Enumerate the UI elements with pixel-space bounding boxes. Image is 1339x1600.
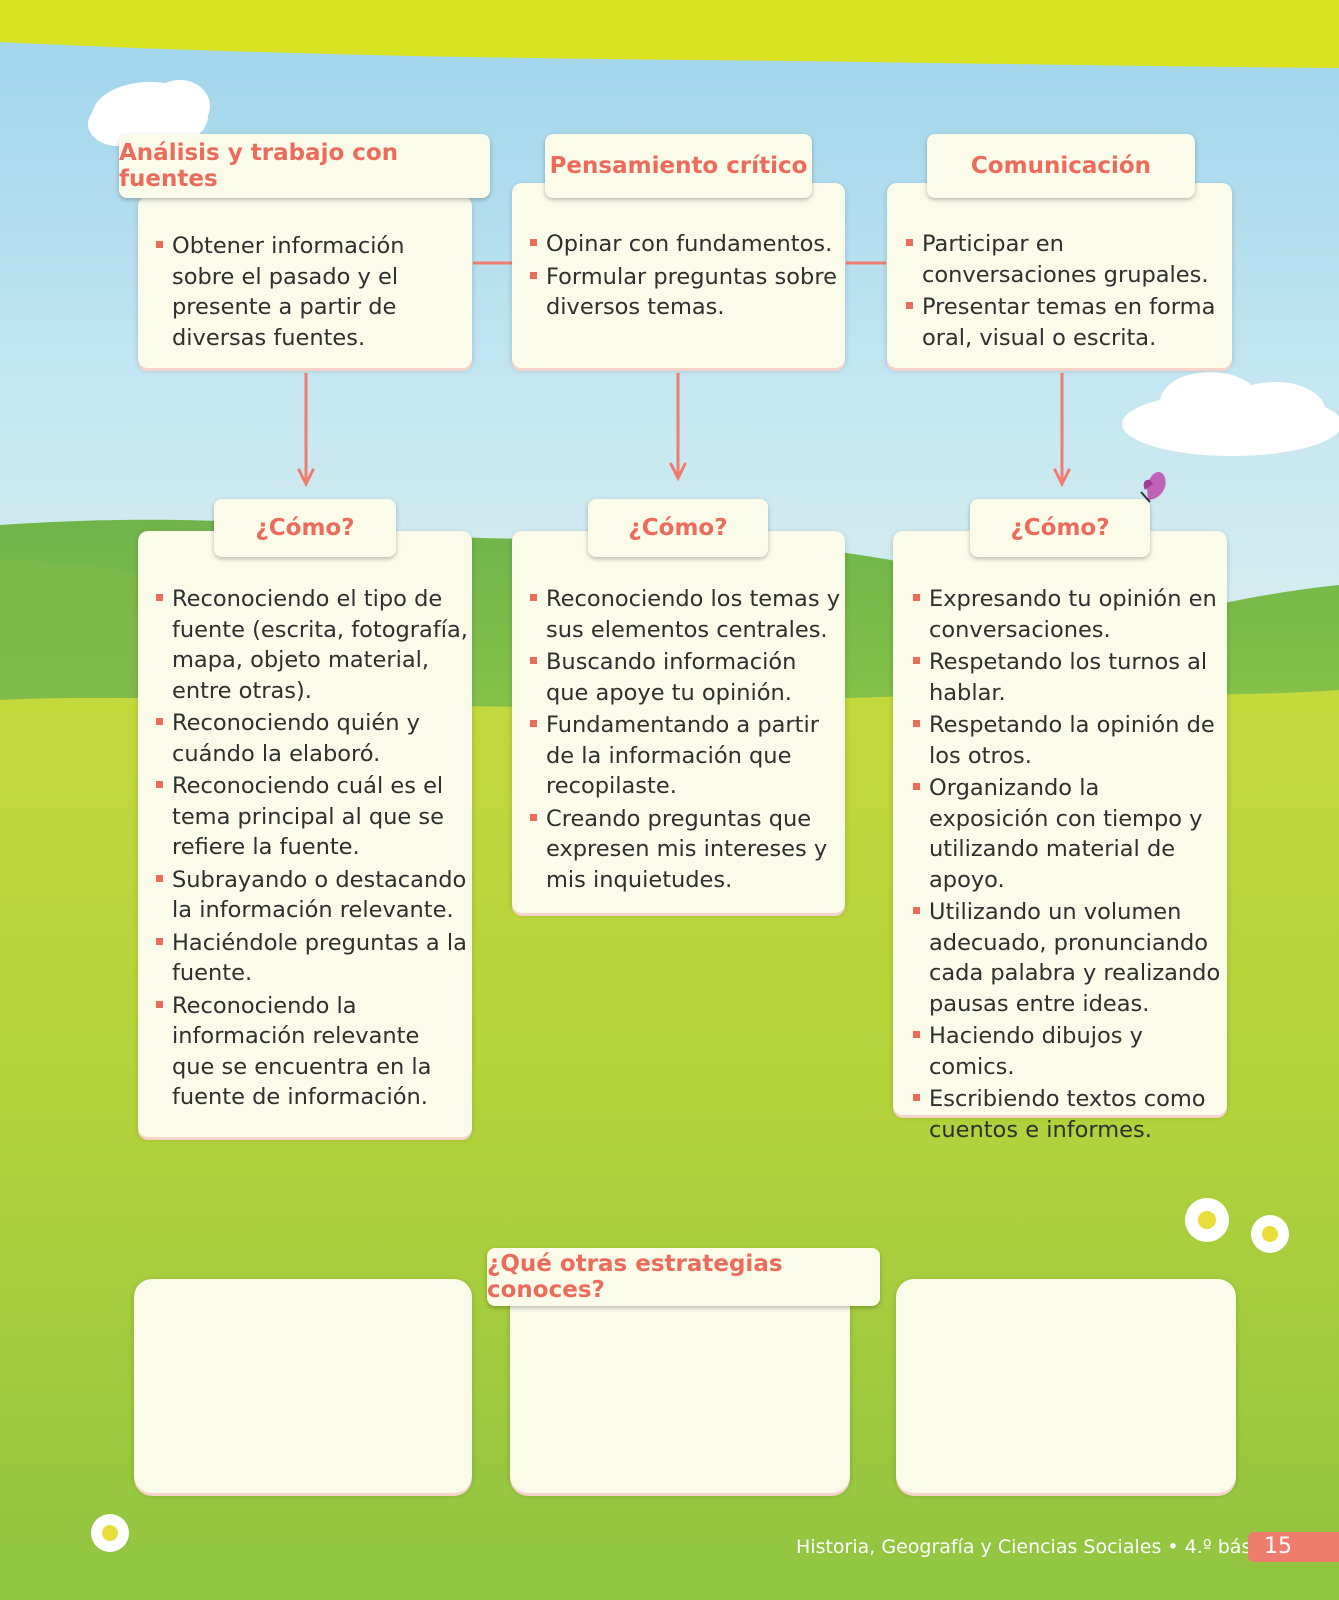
skill-item: Obtener información sobre el pasado y el…: [156, 231, 466, 353]
how-item: Haciéndole preguntas a la fuente.: [156, 928, 468, 989]
answer-box-1[interactable]: [134, 1279, 472, 1493]
how-list-comunicacion: Expresando tu opinión en conversaciones.…: [913, 584, 1223, 1147]
how-item: Buscando información que apoye tu opinió…: [530, 647, 840, 708]
how-item: Reconociendo el tipo de fuente (escrita,…: [156, 584, 468, 706]
how-item: Reconociendo cuál es el tema principal a…: [156, 771, 468, 863]
butterfly-icon: [1140, 472, 1166, 503]
how-label-comunicacion: ¿Cómo?: [970, 499, 1150, 557]
how-item: Utilizando un volumen adecuado, pronunci…: [913, 897, 1223, 1019]
title-analisis: Análisis y trabajo con fuentes: [119, 134, 490, 198]
skill-box-pensamiento: [512, 183, 845, 368]
skills-list-comunicacion: Participar en conversaciones grupales. P…: [906, 229, 1224, 355]
how-box-analisis: [138, 531, 472, 1137]
how-item: Haciendo dibujos y comics.: [913, 1021, 1223, 1082]
skill-box-comunicacion: [887, 183, 1232, 368]
skill-box-analisis: [138, 196, 472, 368]
how-item: Reconociendo la información relevante qu…: [156, 991, 468, 1113]
answer-box-3[interactable]: [896, 1279, 1236, 1493]
title-pensamiento: Pensamiento crítico: [545, 134, 812, 198]
skill-item: Participar en conversaciones grupales.: [906, 229, 1224, 290]
skill-item: Formular preguntas sobre diversos temas.: [530, 262, 840, 323]
footer-subject: Historia, Geografía y Ciencias Sociales …: [796, 1536, 1279, 1558]
how-item: Escribiendo textos como cuentos e inform…: [913, 1084, 1223, 1145]
question-label: ¿Qué otras estrategias conoces?: [487, 1248, 880, 1306]
how-item: Reconociendo quién y cuándo la elaboró.: [156, 708, 468, 769]
answer-box-2[interactable]: [510, 1279, 850, 1493]
how-item: Subrayando o destacando la información r…: [156, 865, 468, 926]
how-item: Reconociendo los temas y sus elementos c…: [530, 584, 840, 645]
skill-item: Presentar temas en forma oral, visual o …: [906, 292, 1224, 353]
how-list-pensamiento: Reconociendo los temas y sus elementos c…: [530, 584, 840, 897]
how-item: Expresando tu opinión en conversaciones.: [913, 584, 1223, 645]
skills-list-analisis: Obtener información sobre el pasado y el…: [156, 231, 466, 355]
how-list-analisis: Reconociendo el tipo de fuente (escrita,…: [156, 584, 468, 1115]
how-item: Organizando la exposición con tiempo y u…: [913, 773, 1223, 895]
how-box-pensamiento: [512, 531, 845, 913]
how-item: Fundamentando a partir de la información…: [530, 710, 840, 802]
page-number: 15: [1248, 1532, 1339, 1562]
daisy-flowers: [91, 1198, 1289, 1552]
how-item: Respetando los turnos al hablar.: [913, 647, 1223, 708]
skill-item: Opinar con fundamentos.: [530, 229, 840, 260]
title-comunicacion: Comunicación: [927, 134, 1195, 198]
how-item: Creando preguntas que expresen mis inter…: [530, 804, 840, 896]
how-item: Respetando la opinión de los otros.: [913, 710, 1223, 771]
how-box-comunicacion: [893, 531, 1227, 1115]
skills-list-pensamiento: Opinar con fundamentos. Formular pregunt…: [530, 229, 840, 325]
how-label-analisis: ¿Cómo?: [214, 499, 396, 557]
how-label-pensamiento: ¿Cómo?: [588, 499, 768, 557]
